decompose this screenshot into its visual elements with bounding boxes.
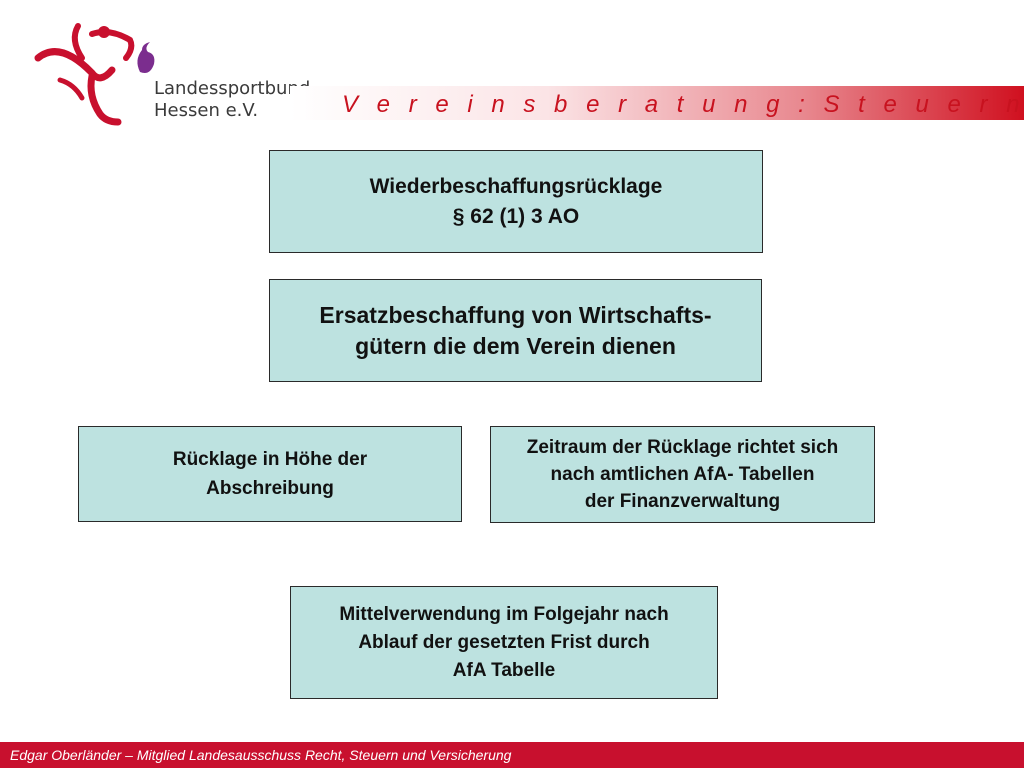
box-zeitraum: Zeitraum der Rücklage richtet sich nach … xyxy=(490,426,875,523)
box-line: Zeitraum der Rücklage richtet sich xyxy=(526,437,839,458)
box-line: Ersatzbeschaffung von Wirtschafts- xyxy=(319,301,712,328)
box-line: gütern die dem Verein dienen xyxy=(355,332,676,359)
box-ersatzbeschaffung: Ersatzbeschaffung von Wirtschafts- güter… xyxy=(269,279,762,382)
footer-bar: Edgar Oberländer – Mitglied Landesaussch… xyxy=(0,742,1024,768)
box-line: nach amtlichen AfA- Tabellen xyxy=(550,464,815,485)
box-line: Rücklage in Höhe der xyxy=(172,449,368,470)
box-mittelverwendung: Mittelverwendung im Folgejahr nach Ablau… xyxy=(290,586,718,699)
org-name-line2: Hessen e.V. xyxy=(154,100,259,121)
runner-logo-icon xyxy=(34,23,155,126)
box-line: Wiederbeschaffungsrücklage xyxy=(369,174,663,198)
org-name: Landessportbund Hessen e.V. xyxy=(154,78,310,122)
box-line: Ablauf der gesetzten Frist durch xyxy=(358,631,650,653)
box-ruecklage-hoehe: Rücklage in Höhe der Abschreibung xyxy=(78,426,462,522)
box-wiederbeschaffungsruecklage: Wiederbeschaffungsrücklage § 62 (1) 3 AO xyxy=(269,150,763,253)
box-line: AfA Tabelle xyxy=(452,659,556,681)
box-line: § 62 (1) 3 AO xyxy=(452,204,580,228)
box-line: Abschreibung xyxy=(206,478,334,499)
section-title: V e r e i n s b e r a t u n g : S t e u … xyxy=(342,91,1024,118)
landessportbund-logo xyxy=(30,18,165,128)
header-gradient-bar xyxy=(290,86,1024,120)
org-name-line1: Landessportbund xyxy=(154,78,311,99)
box-line: Mittelverwendung im Folgejahr nach xyxy=(339,603,669,625)
footer-text: Edgar Oberländer – Mitglied Landesaussch… xyxy=(10,747,512,763)
box-line: der Finanzverwaltung xyxy=(584,491,781,512)
